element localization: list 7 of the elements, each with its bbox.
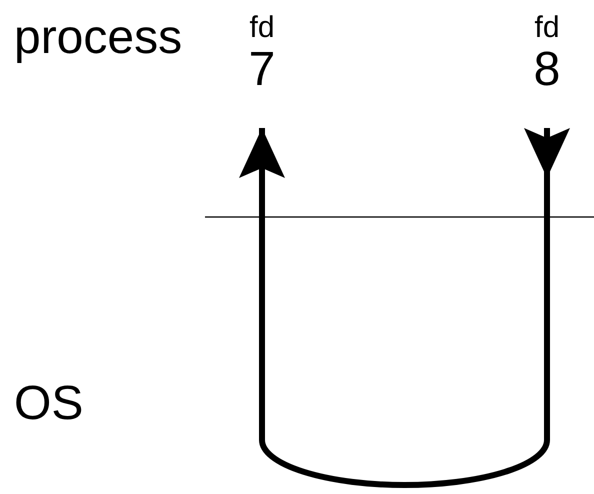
fd-number: 8 xyxy=(532,44,562,96)
fd-number: 7 xyxy=(248,44,276,96)
region-label: OS xyxy=(14,378,84,430)
region-label: process xyxy=(14,12,182,64)
pipe-arrow xyxy=(239,128,570,488)
fd-label: fd xyxy=(248,12,276,44)
fd-label: fd xyxy=(533,12,561,44)
